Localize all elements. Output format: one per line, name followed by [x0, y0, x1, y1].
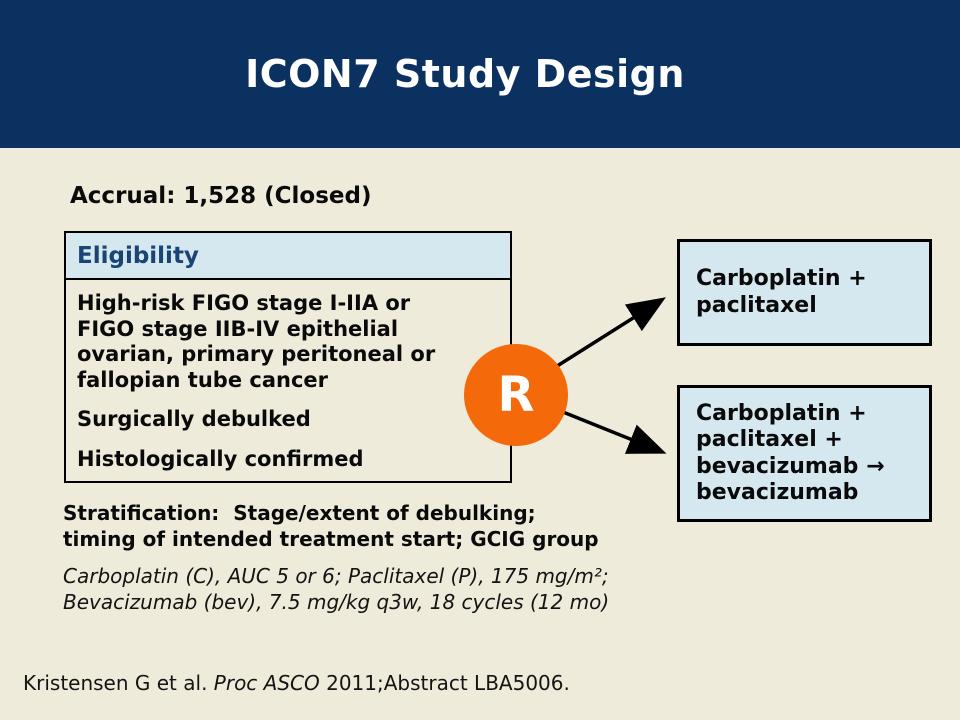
accrual-label: Accrual: 1,528 (Closed) [70, 183, 372, 209]
citation-prefix: Kristensen G et al. [23, 671, 214, 695]
randomization-circle: R [464, 344, 568, 446]
stratification-note: Stratification: Stage/extent of debulkin… [63, 501, 599, 551]
treatment-arm-box-1: Carboplatin + paclitaxel [677, 239, 932, 346]
header-band: ICON7 Study Design [0, 0, 960, 148]
citation: Kristensen G et al. Proc ASCO 2011;Abstr… [23, 671, 570, 695]
eligibility-criterion: High-risk FIGO stage I-IIA or FIGO stage… [77, 291, 436, 392]
treatment-arm-1-label: Carboplatin + paclitaxel [696, 266, 867, 318]
citation-suffix: 2011;Abstract LBA5006. [319, 671, 570, 695]
arrow-to-arm-1 [553, 297, 666, 370]
eligibility-table-body: High-risk FIGO stage I-IIA or FIGO stage… [66, 280, 510, 489]
randomization-label: R [497, 367, 535, 423]
treatment-arm-box-2: Carboplatin + paclitaxel + bevacizumab →… [677, 385, 932, 522]
treatment-arm-2-label: Carboplatin + paclitaxel + bevacizumab →… [696, 400, 885, 505]
eligibility-criterion: Surgically debulked [77, 407, 311, 432]
arrow-to-arm-2 [557, 408, 667, 454]
page-title: ICON7 Study Design [245, 52, 685, 96]
eligibility-table-header: Eligibility [66, 233, 510, 280]
eligibility-table: Eligibility High-risk FIGO stage I-IIA o… [64, 231, 512, 483]
eligibility-criterion: Histologically confirmed [77, 447, 364, 472]
eligibility-header-label: Eligibility [77, 242, 199, 269]
dosing-note: Carboplatin (C), AUC 5 or 6; Paclitaxel … [63, 564, 610, 614]
citation-journal: Proc ASCO [213, 671, 320, 695]
